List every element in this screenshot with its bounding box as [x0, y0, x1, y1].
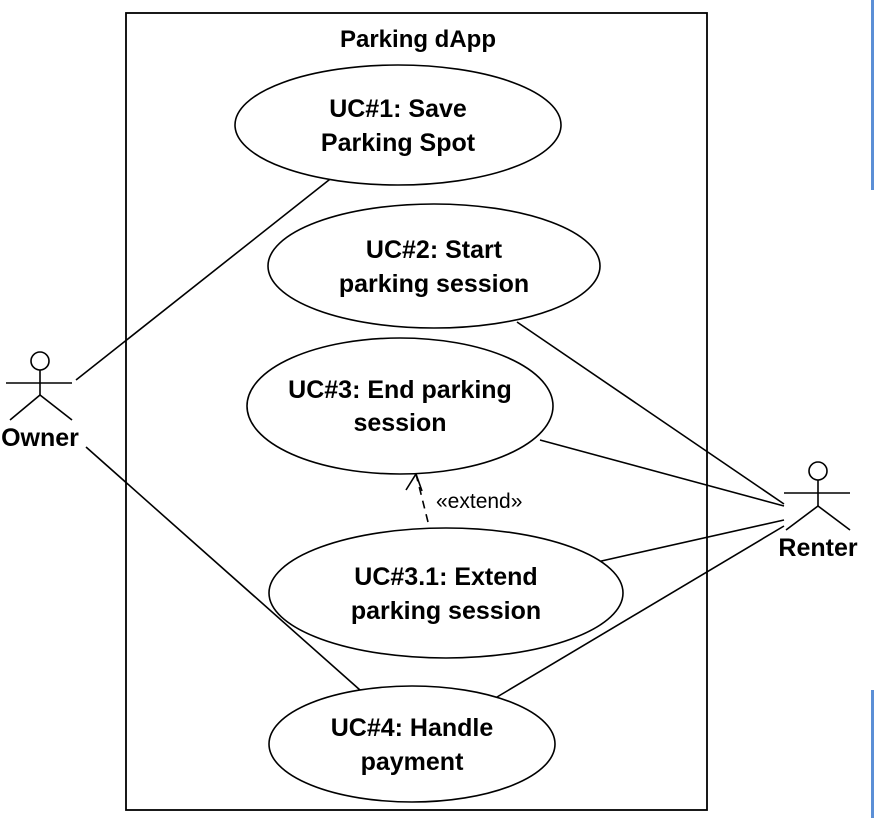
association-renter-uc3	[539, 439, 785, 507]
use-case-uc31-line-2: parking session	[351, 597, 541, 625]
use-case-uc2-line-1: UC#2: Start	[366, 236, 503, 264]
association-renter-uc4	[491, 525, 785, 701]
association-owner-uc4	[85, 446, 361, 691]
right-edge-accent-bottom	[871, 690, 874, 818]
use-case-uc2-line-2: parking session	[339, 270, 529, 298]
use-case-uc1: UC#1: Save Parking Spot	[234, 64, 562, 186]
use-case-uc4-line-2: payment	[361, 748, 464, 776]
use-case-uc1-line-1: UC#1: Save	[329, 95, 467, 123]
actor-owner-label: Owner	[1, 424, 79, 452]
actor-renter-label: Renter	[778, 534, 857, 562]
association-owner-uc1	[75, 175, 335, 381]
use-case-uc4-line-1: UC#4: Handle	[331, 714, 494, 742]
use-case-uc3-line-2: session	[353, 409, 446, 437]
association-renter-uc2	[516, 321, 785, 505]
use-case-uc3: UC#3: End parking session	[246, 337, 554, 475]
use-case-uc31: UC#3.1: Extend parking session	[268, 527, 624, 659]
actor-renter: Renter	[778, 461, 858, 562]
use-case-uc31-line-1: UC#3.1: Extend	[354, 563, 537, 591]
extend-label: «extend»	[436, 490, 522, 513]
renter-stick-figure-icon	[784, 461, 851, 531]
owner-stick-figure-icon	[6, 351, 73, 421]
system-title: Parking dApp	[340, 26, 496, 53]
use-case-uc1-line-2: Parking Spot	[321, 129, 476, 157]
use-case-uc3-line-1: UC#3: End parking	[288, 376, 512, 404]
actor-owner: Owner	[1, 351, 79, 452]
use-case-uc2: UC#2: Start parking session	[267, 203, 601, 329]
use-case-uc4: UC#4: Handle payment	[268, 685, 556, 803]
association-renter-uc31	[596, 519, 785, 563]
right-edge-accent-top	[871, 0, 874, 190]
